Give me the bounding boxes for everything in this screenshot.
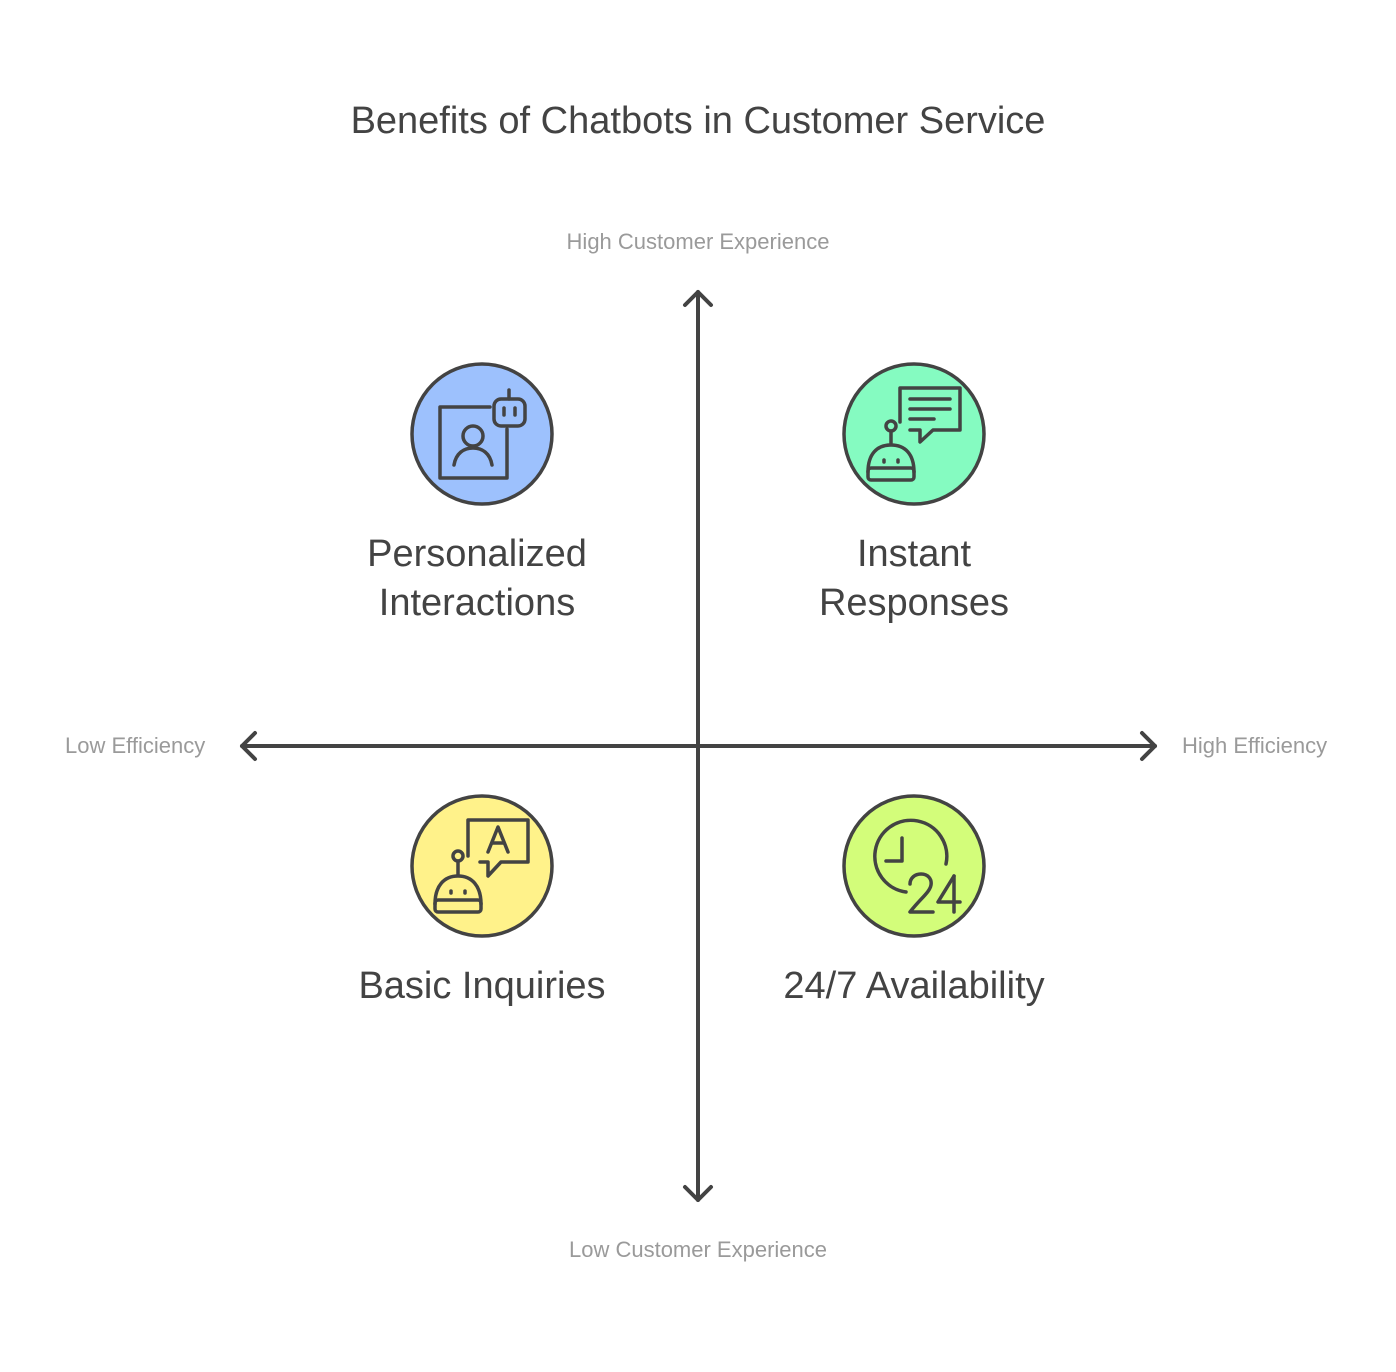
user-bot-icon — [410, 362, 554, 506]
quadrant-bottom-right-line1: 24/7 Availability — [783, 965, 1045, 1007]
quadrant-bottom-left-line1: Basic Inquiries — [358, 965, 606, 1007]
axis-label-top: High Customer Experience — [566, 229, 830, 254]
bot-translate-icon — [410, 794, 554, 938]
axis-label-left: Low Efficiency — [65, 733, 206, 758]
quadrant-top-left-label: Personalized Interactions — [277, 530, 677, 628]
quadrant-top-left-line2: Interactions — [378, 582, 576, 624]
arrow-left-icon — [240, 731, 257, 761]
axis-label-right: High Efficiency — [1182, 733, 1328, 758]
quadrant-bottom-left-icon — [410, 794, 554, 938]
quadrant-bottom-right-icon — [842, 794, 986, 938]
quadrant-top-right-icon — [842, 362, 986, 506]
bot-chat-icon — [842, 362, 986, 506]
quadrant-top-right-line2: Responses — [818, 582, 1010, 624]
quadrant-top-left-icon — [410, 362, 554, 506]
arrow-up-icon — [683, 290, 713, 307]
quadrant-top-right-line1: Instant — [856, 533, 972, 575]
quadrant-top-left-line1: Personalized — [367, 533, 587, 575]
page-title: Benefits of Chatbots in Customer Service — [350, 100, 1046, 142]
quadrant-bottom-right-label: 24/7 Availability — [714, 962, 1114, 1011]
quadrant-bottom-left-label: Basic Inquiries — [282, 962, 682, 1011]
arrow-right-icon — [1140, 731, 1157, 761]
quadrant-top-right-label: Instant Responses — [714, 530, 1114, 628]
axis-label-bottom: Low Customer Experience — [568, 1237, 827, 1262]
clock-24-icon — [842, 794, 986, 938]
arrow-down-icon — [683, 1185, 713, 1202]
